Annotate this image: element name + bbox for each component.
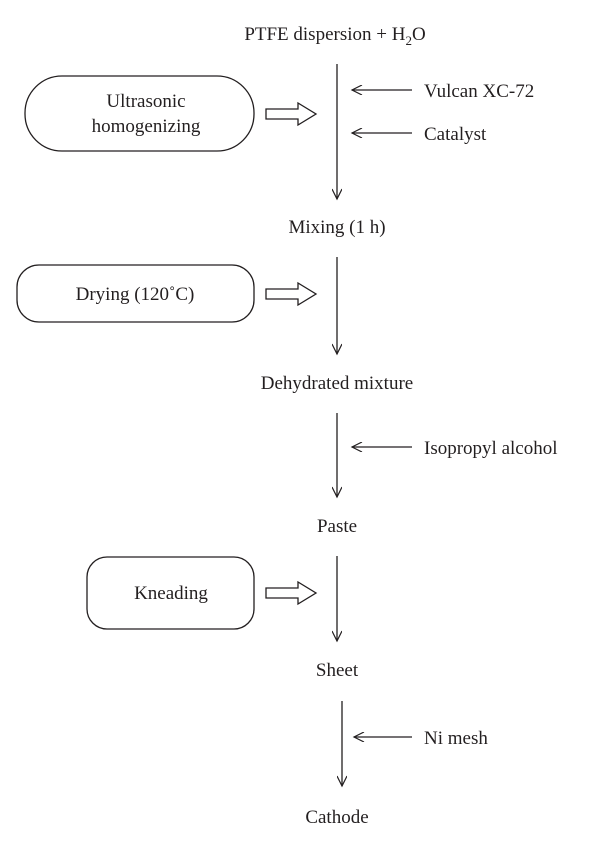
hollow-arrow-drying	[265, 281, 318, 307]
node-ptfe-dispersion: PTFE dispersion + H2O	[244, 24, 425, 48]
node-sheet: Sheet	[316, 660, 359, 681]
process-kneading: Kneading	[134, 583, 208, 604]
input-isopropyl-alcohol: Isopropyl alcohol	[424, 438, 558, 459]
node-dehydrated-mixture: Dehydrated mixture	[261, 373, 413, 394]
input-ni-mesh: Ni mesh	[424, 728, 488, 749]
process-box-ultrasonic	[24, 75, 255, 152]
process-ultrasonic-line1: Ultrasonic	[106, 91, 185, 112]
process-ultrasonic-line2: homogenizing	[92, 116, 201, 137]
input-vulcan-xc72: Vulcan XC-72	[424, 81, 534, 102]
hollow-arrow-ultrasonic	[265, 101, 318, 127]
hollow-arrow-kneading	[265, 580, 318, 606]
node-paste: Paste	[317, 516, 357, 537]
process-box-kneading	[86, 556, 255, 630]
process-box-drying	[16, 264, 255, 323]
node-mixing: Mixing (1 h)	[288, 217, 385, 238]
input-catalyst: Catalyst	[424, 124, 487, 145]
node-cathode: Cathode	[305, 807, 368, 828]
process-drying: Drying (120˚C)	[76, 284, 195, 305]
